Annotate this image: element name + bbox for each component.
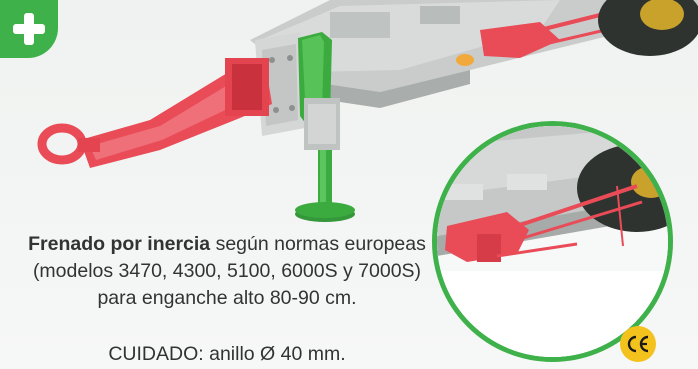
feature-description: Frenado por inercia según normas europea… <box>22 231 432 312</box>
ce-mark-icon <box>627 335 649 353</box>
brake-mechanism-illustration <box>437 126 668 357</box>
ce-certification-badge <box>620 326 656 362</box>
plus-icon <box>13 13 45 45</box>
feature-title: Frenado por inercia <box>28 233 211 255</box>
expand-button[interactable] <box>0 0 58 58</box>
feature-body: según normas europeas (modelos 3470, 430… <box>32 233 426 309</box>
caution-note: CUIDADO: anillo Ø 40 mm. <box>108 343 346 365</box>
